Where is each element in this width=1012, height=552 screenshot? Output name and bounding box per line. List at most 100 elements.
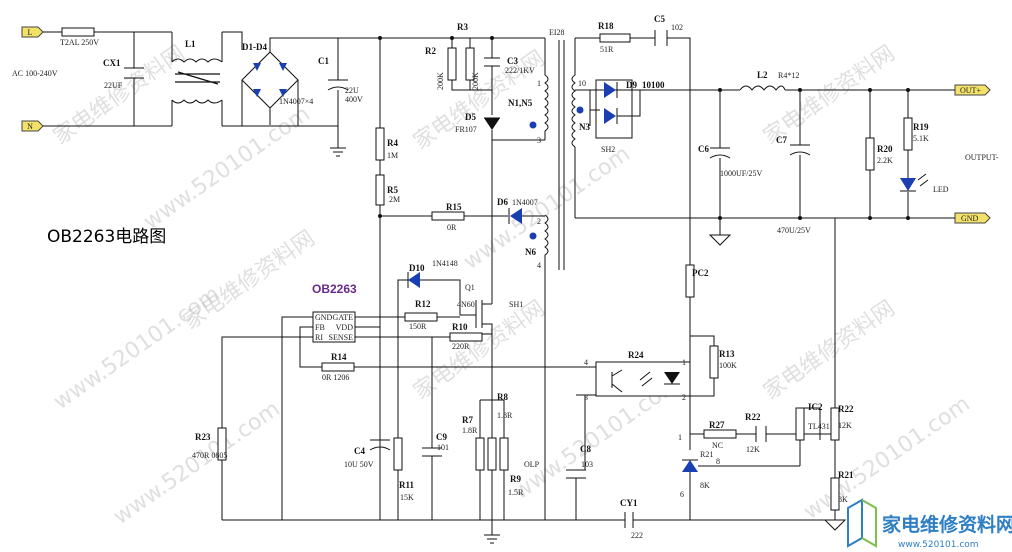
r9-value: 1.5R [508,488,524,497]
r9-label: R9 [510,474,521,484]
c5-cap [654,30,668,46]
r14-resistor [321,362,355,372]
transformer-label: EI28 [549,28,565,37]
pc2-pin-2: 2 [682,393,686,402]
q1-value: 4N60 [457,300,475,309]
r12-label: R12 [415,299,431,309]
r10-resistor [449,332,483,342]
q1-label: Q1 [465,283,475,292]
watermark: 家电维修资料网 [759,296,900,405]
r2-label: R2 [425,46,436,56]
ic2-label: R21 [700,450,713,459]
c1-label: C1 [318,56,329,66]
secondary-winding [571,38,576,218]
ic2-value: 8K [700,481,710,490]
c1-voltage: 400V [345,95,363,104]
port-gnd-label: GND [961,214,979,223]
c6-label: C6 [698,144,709,154]
watermark: 家电维修资料网 [759,41,900,150]
r14-label: R14 [331,352,347,362]
l2-label: L2 [757,70,768,80]
cx1-cap [124,67,144,79]
l1-label: L1 [185,39,196,49]
transformer-core [558,40,565,270]
tl431-regulator [682,460,698,472]
logo-name: 家电维修资料网 [882,513,1012,536]
n6-label: N6 [525,247,536,257]
r13-label: R23 [195,432,211,442]
site-logo: 家电维修资料网 www.520101.com [847,498,1012,550]
r25-value: NC [712,441,723,450]
port-n [21,120,44,132]
input-wire [43,31,172,127]
c1-cap [327,38,349,148]
r20-resistor [865,137,875,171]
pc2-label: R24 [628,350,644,360]
c10-value: 12K [746,445,760,454]
rc-snubber-wire [575,37,691,90]
r22-resistor [830,407,840,441]
primary-winding [544,38,549,140]
ic-pin-ri: RI [315,333,323,342]
ic-pin-gate: GATE [333,313,354,322]
c9-value: 101 [437,443,449,452]
led-diode [900,178,916,191]
r5-value: 2M [389,195,400,204]
r13-value: 470R 0805 [192,451,227,460]
phototransistor [611,369,623,393]
ic-name: OB2263 [312,282,357,296]
r12-value: 150R [409,322,427,331]
d6-label: D6 [497,197,508,207]
cx1-value: 22UF [104,81,123,90]
r8-value: 1.8R [497,411,513,420]
c5-value: 102 [671,23,683,32]
d6-value: 1N4007 [512,198,538,207]
choke-core [175,71,220,85]
sense-wire [479,399,505,535]
r2-resistor [447,47,457,81]
c7-cap [789,90,811,218]
d9-bar [616,82,641,124]
r8-label: R8 [497,392,508,402]
polarity-dot [529,232,537,240]
pin-1: 1 [537,79,541,88]
r18-resistor [599,33,631,43]
led-rays [900,173,929,192]
r4-value: 1M [387,151,398,160]
fuse-label: T2AL 250V [60,38,99,47]
c4-label: C4 [354,446,365,456]
r9-resistor [499,437,509,471]
r24-label: R13 [719,349,735,359]
c8-label: C8 [580,444,591,454]
c8-value: 103 [581,460,593,469]
port-l-label: L [28,28,33,37]
d10-label: D10 [409,263,425,273]
input-section: L N AC 100-240V T2AL 250V CX1 22UF L1 D1… [12,26,380,157]
cy1-label: CY1 [620,498,638,508]
ground-symbol [330,147,346,157]
r21-ref: R21 [838,470,854,480]
snubber-wire [451,38,493,115]
r7-label: R7 [462,415,473,425]
secondary-section: 10 N3 R18 51R C5 102 D9 10100 SH2 L2 R4*… [571,14,999,246]
ic-pin-vdd: VDD [336,323,354,332]
bridge-diode [253,89,261,97]
ic-right-wires [355,279,492,338]
c9-cap [422,337,442,520]
controller-section: R4 1M R5 2M R15 0R D6 1N4007 OB2263 GND … [192,38,835,544]
d5-value: FR107 [455,125,477,134]
r2-value: 200K [436,72,445,90]
ground-symbol [484,534,500,544]
r10-value: 220R [452,342,470,351]
ground-symbol [823,519,847,531]
watermark: www.520101.com [799,391,975,524]
pc2-input-wire [545,366,596,396]
c4-cap [369,439,391,451]
r22-ref: R22 [838,404,854,414]
r25-resistor [703,429,737,439]
tl431-wire [682,459,800,520]
watermark-layer: 家电维修资料网 www.520101.com 家电维修资料网 www.52010… [49,41,975,530]
c7-label: C7 [776,135,787,145]
bridge-input-wire [222,31,243,127]
port-out-plus-label: OUT+ [960,86,981,95]
